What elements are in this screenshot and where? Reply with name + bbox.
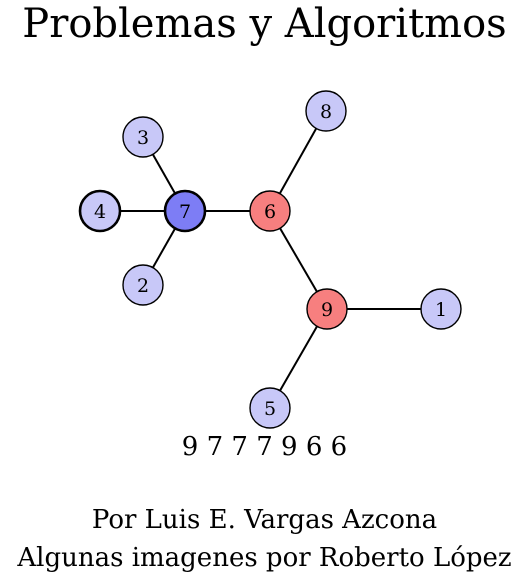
node-label: 1 [435,299,447,321]
node-8: 8 [306,91,346,131]
node-2: 2 [123,265,163,305]
sequence-text: 9 7 7 7 9 6 6 [0,432,529,462]
node-label: 8 [320,101,332,123]
node-label: 2 [137,275,149,297]
node-label: 4 [94,201,106,223]
node-1: 1 [421,289,461,329]
node-layer: 3 8 4 7 6 2 9 1 5 [80,91,461,428]
node-label: 7 [179,201,191,223]
node-3: 3 [123,117,163,157]
node-6: 6 [250,191,290,231]
node-label: 6 [264,201,276,223]
node-label: 5 [264,398,276,420]
author-line: Por Luis E. Vargas Azcona [0,505,529,535]
node-label: 9 [321,299,333,321]
node-7: 7 [165,191,205,231]
node-label: 3 [137,127,149,149]
node-5: 5 [250,388,290,428]
node-9: 9 [307,289,347,329]
credits-line: Algunas imagenes por Roberto López [0,543,529,573]
node-4: 4 [80,191,120,231]
